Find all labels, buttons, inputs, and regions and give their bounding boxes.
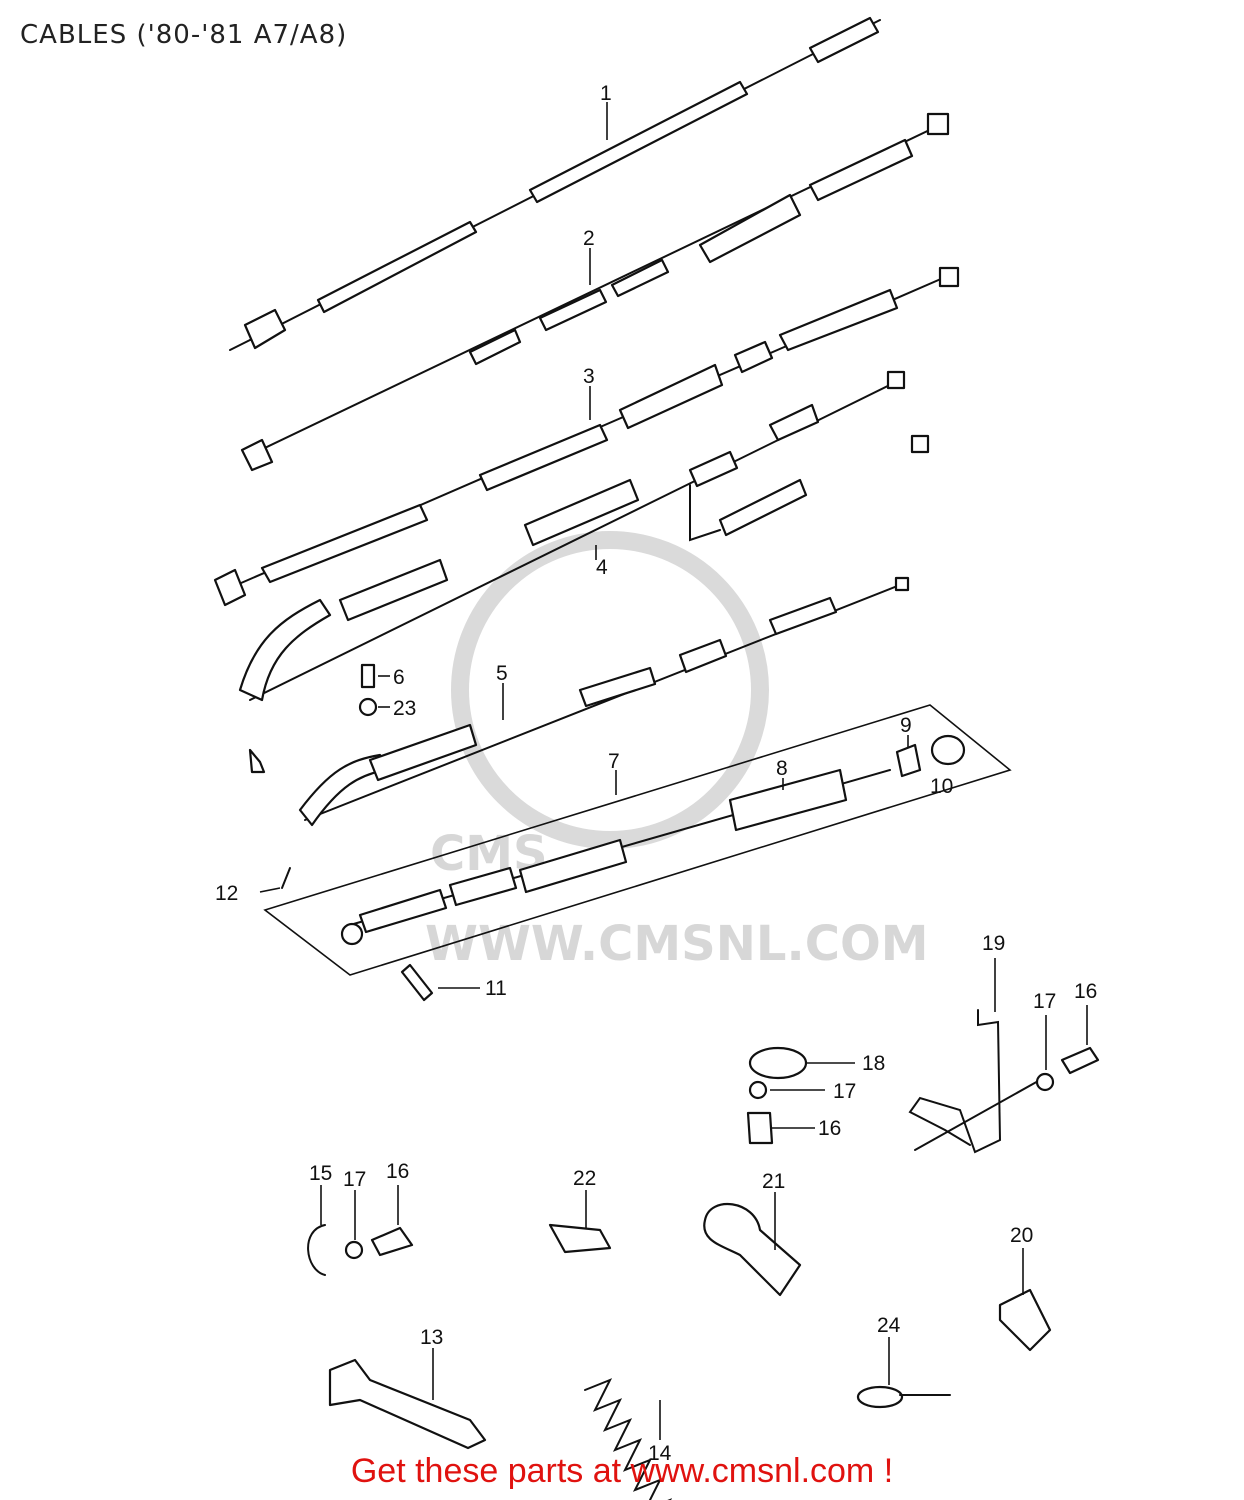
watermark: CMS WWW.CMSNL.COM xyxy=(425,531,929,972)
part-11-pin[interactable] xyxy=(400,963,434,1002)
callout-19: 19 xyxy=(982,932,1005,955)
callout-2: 2 xyxy=(583,227,595,250)
callout-17-c: 17 xyxy=(833,1080,856,1103)
watermark-site-text: WWW.CMSNL.COM xyxy=(425,916,929,972)
part-6-bolt[interactable] xyxy=(360,663,376,689)
callout-24: 24 xyxy=(877,1314,901,1337)
part-24-spring-clip[interactable] xyxy=(856,1385,951,1409)
callout-1: 1 xyxy=(600,82,612,105)
part-23-washer[interactable] xyxy=(358,697,378,717)
callout-20: 20 xyxy=(1010,1224,1033,1247)
part-4-cable[interactable] xyxy=(238,370,930,774)
callout-7: 7 xyxy=(608,750,620,773)
part-10-fitting[interactable] xyxy=(930,734,966,766)
callout-18: 18 xyxy=(862,1052,885,1075)
callout-17-b: 17 xyxy=(1033,990,1056,1013)
watermark-logo-icon xyxy=(451,531,769,849)
footer-link[interactable]: Get these parts at www.cmsnl.com ! xyxy=(350,1452,894,1490)
part-17-washer[interactable] xyxy=(344,1072,1055,1260)
callout-17: 17 xyxy=(343,1168,366,1191)
callout-6: 6 xyxy=(393,666,405,689)
callout-10: 10 xyxy=(930,775,953,798)
callout-8: 8 xyxy=(776,757,788,780)
callout-13: 13 xyxy=(420,1326,443,1349)
callout-14: 14 xyxy=(648,1442,672,1465)
callout-11: 11 xyxy=(485,977,507,1000)
part-5-cable[interactable] xyxy=(298,576,910,827)
callout-4: 4 xyxy=(596,556,608,579)
part-9-fitting[interactable] xyxy=(895,743,922,778)
part-20-guide[interactable] xyxy=(998,1288,1052,1352)
part-21-bracket[interactable] xyxy=(703,1202,802,1297)
part-1-cable[interactable] xyxy=(229,16,881,351)
part-22-clamp[interactable] xyxy=(548,1223,612,1254)
part-18-clamp[interactable] xyxy=(748,1046,808,1080)
callout-3: 3 xyxy=(583,365,595,388)
callout-16-b: 16 xyxy=(1074,980,1097,1003)
page-title: CABLES ('80-'81 A7/A8) xyxy=(20,20,348,50)
callout-23: 23 xyxy=(393,697,416,720)
part-13-holder[interactable] xyxy=(328,1358,487,1450)
leader-lines xyxy=(259,102,1088,1440)
part-2-cable[interactable] xyxy=(240,112,950,472)
callout-9: 9 xyxy=(900,714,912,737)
part-7-cable-assembly[interactable] xyxy=(263,704,1012,976)
callout-16: 16 xyxy=(386,1160,409,1183)
callout-15: 15 xyxy=(309,1162,332,1185)
callout-21: 21 xyxy=(762,1170,785,1193)
callout-16-c: 16 xyxy=(818,1117,841,1140)
callout-12: 12 xyxy=(215,882,238,905)
part-19-bracket[interactable] xyxy=(908,1009,1041,1154)
part-12-clip[interactable] xyxy=(281,867,291,889)
part-15-clip[interactable] xyxy=(307,1224,326,1276)
part-3-cable[interactable] xyxy=(213,266,960,607)
part-16-bolt[interactable] xyxy=(370,1046,1100,1257)
callout-22: 22 xyxy=(573,1167,596,1190)
part-14-spring[interactable] xyxy=(584,1378,680,1500)
callout-labels: 1 2 3 4 5 6 23 7 8 9 10 11 12 13 14 15 1… xyxy=(215,82,1097,1465)
callout-5: 5 xyxy=(496,662,508,685)
